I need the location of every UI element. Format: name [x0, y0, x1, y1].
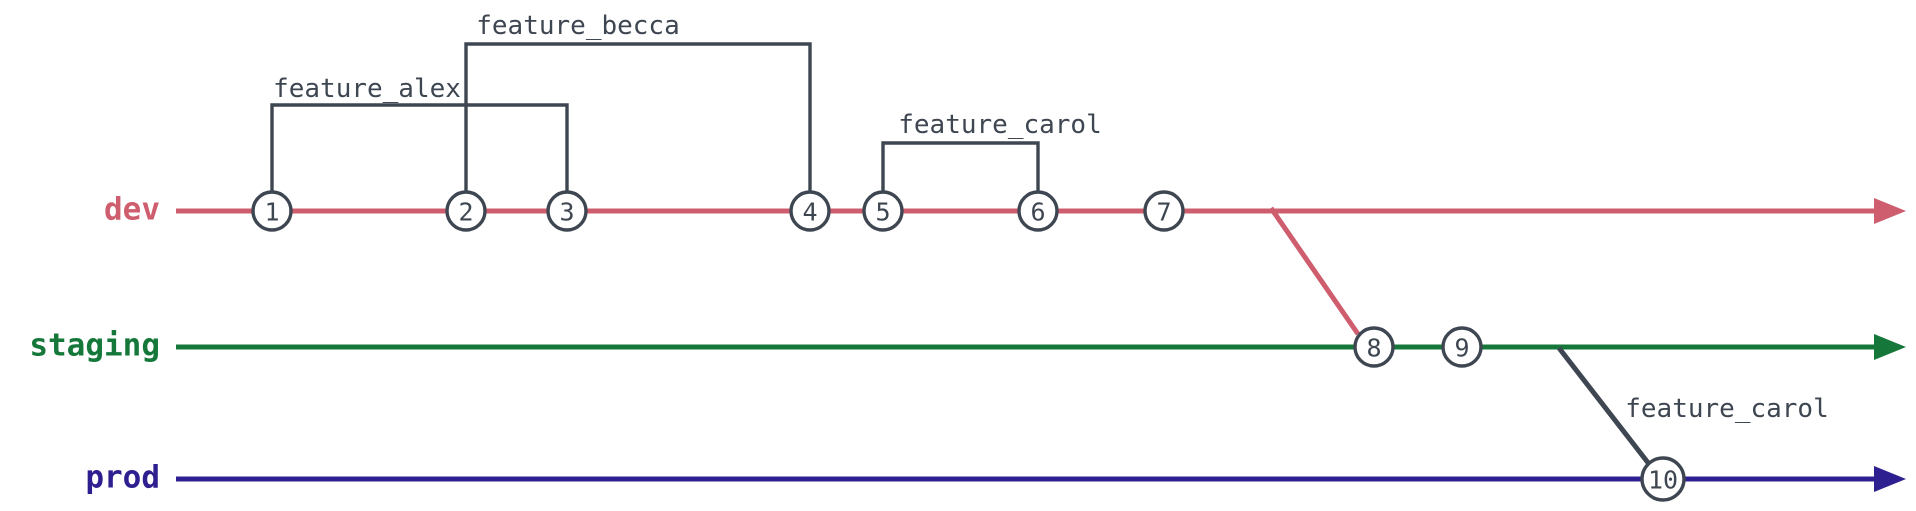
commit-label-2: 2 [458, 198, 473, 227]
commit-circle-7 [1143, 190, 1185, 232]
feature-bracket-path-alex [270, 103, 569, 192]
commit-node-4[interactable]: 4 [789, 190, 831, 232]
branch-label-dev: dev [104, 192, 160, 228]
branch-arrow-dev [1874, 198, 1906, 224]
commit-node-8[interactable]: 8 [1353, 326, 1395, 368]
branch-lane-prod[interactable]: prod [85, 460, 1906, 496]
commit-label-9: 9 [1454, 334, 1469, 363]
commit-node-9[interactable]: 9 [1441, 326, 1483, 368]
branch-label-staging: staging [29, 328, 160, 364]
commit-label-6: 6 [1030, 198, 1045, 227]
commit-circle-3 [546, 190, 588, 232]
commit-circle-8 [1353, 326, 1395, 368]
commit-circle-2 [445, 190, 487, 232]
merge-line-dev-to-staging [1268, 206, 1361, 336]
branch-lane-staging[interactable]: staging [29, 328, 1906, 364]
commit-circle-1 [251, 190, 293, 232]
merge-label-feature-carol-prod: feature_carol [1625, 394, 1829, 424]
commit-circle-10 [1640, 456, 1686, 502]
branch-label-prod: prod [85, 460, 160, 496]
feature-bracket-label-carol: feature_carol [898, 110, 1102, 140]
commit-node-10[interactable]: 10 [1640, 456, 1686, 502]
commit-node-5[interactable]: 5 [862, 190, 904, 232]
commit-circle-4 [789, 190, 831, 232]
feature-bracket-feature_alex[interactable]: feature_alex [270, 74, 569, 192]
branch-arrow-staging [1874, 334, 1906, 360]
branch-lanes: dev staging prod [29, 192, 1906, 496]
feature-bracket-path-becca [464, 42, 812, 192]
merge-connectors: feature_carol [1268, 206, 1829, 466]
feature-bracket-path-carol [881, 141, 1040, 192]
commit-label-3: 3 [559, 198, 574, 227]
merge-line-staging-to-prod [1557, 346, 1651, 466]
feature-bracket-label-alex: feature_alex [273, 74, 461, 104]
commit-node-6[interactable]: 6 [1017, 190, 1059, 232]
feature-brackets: feature_becca feature_alex feature_carol [270, 11, 1102, 192]
commit-node-1[interactable]: 1 [251, 190, 293, 232]
commit-label-4: 4 [802, 198, 817, 227]
feature-bracket-feature_carol[interactable]: feature_carol [881, 110, 1102, 192]
commit-nodes: 1 2 3 4 5 6 [251, 190, 1686, 502]
commit-node-2[interactable]: 2 [445, 190, 487, 232]
commit-circle-6 [1017, 190, 1059, 232]
commit-node-3[interactable]: 3 [546, 190, 588, 232]
commit-label-1: 1 [264, 198, 279, 227]
commit-label-7: 7 [1156, 198, 1171, 227]
commit-circle-9 [1441, 326, 1483, 368]
feature-bracket-label-becca: feature_becca [476, 11, 680, 41]
commit-node-7[interactable]: 7 [1143, 190, 1185, 232]
commit-label-8: 8 [1366, 334, 1381, 363]
branch-lane-dev[interactable]: dev [104, 192, 1906, 228]
branch-arrow-prod [1874, 466, 1906, 492]
commit-label-10: 10 [1648, 466, 1678, 495]
commit-circle-5 [862, 190, 904, 232]
feature-bracket-feature_becca[interactable]: feature_becca [464, 11, 812, 192]
commit-label-5: 5 [875, 198, 890, 227]
